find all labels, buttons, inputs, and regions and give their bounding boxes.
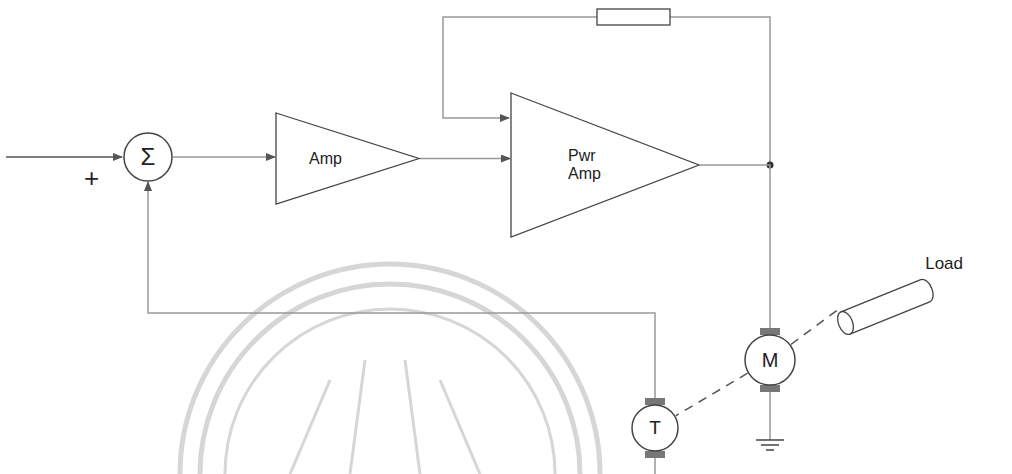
motor-brush — [760, 385, 780, 392]
tacho-brush — [645, 398, 665, 405]
node-label: Load — [923, 255, 965, 274]
node-label: Pwr Amp — [568, 147, 608, 182]
power-amplifier-triangle: Pwr Amp — [510, 92, 700, 238]
amplifier-triangle-outline — [275, 112, 420, 205]
shaft-link — [676, 373, 748, 416]
input-line — [6, 156, 122, 158]
shaft-link — [791, 310, 838, 345]
summing-junction: Σ — [123, 132, 173, 182]
ground-symbol — [756, 440, 784, 450]
node-label: M — [762, 349, 779, 371]
motor-brush — [760, 328, 780, 335]
signal-wire — [420, 158, 510, 160]
tachometer-circle: T — [631, 404, 679, 452]
tacho-brush — [645, 451, 665, 458]
load-cylinder: Load — [830, 255, 965, 325]
node-label: T — [649, 418, 661, 439]
watermark-logo — [180, 264, 600, 474]
signal-wire — [700, 165, 770, 328]
sign-label: + — [84, 165, 99, 191]
node-label: Amp — [309, 150, 369, 168]
amplifier-triangle: Amp — [275, 112, 420, 205]
ground-wire — [769, 390, 771, 440]
signal-wire — [148, 182, 655, 398]
tacho-wire — [654, 456, 656, 474]
motor-circle: M — [744, 334, 796, 386]
resistor-symbol — [597, 9, 670, 25]
node-label: Σ — [141, 144, 156, 170]
signal-wire — [173, 156, 275, 158]
power-amplifier-triangle-outline — [510, 92, 700, 238]
